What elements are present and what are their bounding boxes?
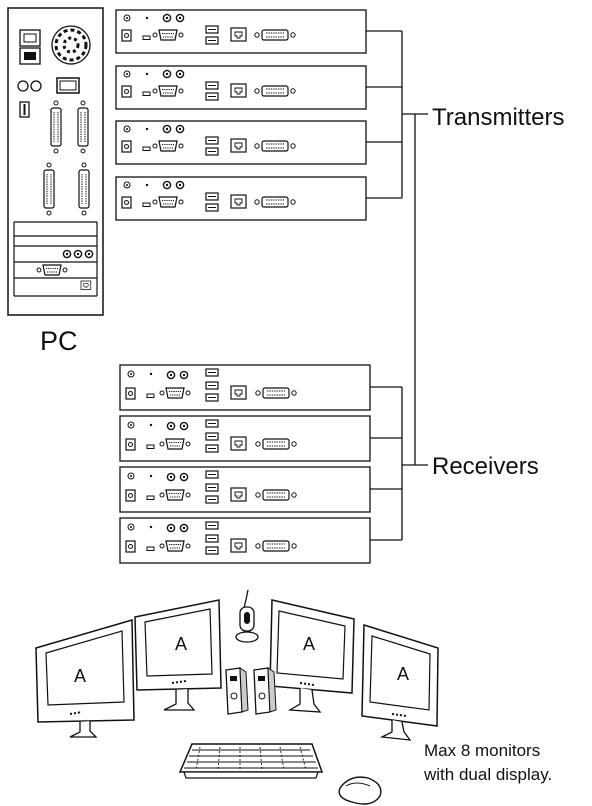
transmitter-bracket xyxy=(366,30,428,199)
receiver-unit xyxy=(120,518,370,563)
monitor-text: A xyxy=(397,664,409,684)
receiver-bracket xyxy=(370,386,428,541)
monitor-right: A xyxy=(361,623,439,741)
keyboard-icon xyxy=(178,743,324,779)
transmitter-unit xyxy=(116,121,366,164)
transmitter-stack xyxy=(116,10,366,220)
receiver-stack xyxy=(120,365,370,563)
microphone-icon xyxy=(235,589,259,643)
monitor-text: A xyxy=(74,666,86,686)
receiver-unit xyxy=(120,365,370,410)
monitor-center-right: A xyxy=(269,599,355,713)
monitor-text: A xyxy=(175,634,187,654)
note-line-2: with dual display. xyxy=(424,765,553,784)
mouse-icon xyxy=(338,776,382,805)
pc-label: PC xyxy=(40,326,78,356)
transmitters-label: Transmitters xyxy=(432,104,565,131)
max-monitors-note: Max 8 monitors with dual display. xyxy=(424,739,552,787)
transmitter-unit xyxy=(116,66,366,109)
monitor-center-left: A xyxy=(134,599,222,711)
note-line-1: Max 8 monitors xyxy=(424,741,541,760)
pc-tower xyxy=(7,7,104,316)
monitor-text: A xyxy=(303,634,315,654)
monitor-left: A xyxy=(35,619,135,738)
receiver-unit xyxy=(120,467,370,512)
transmitter-unit xyxy=(116,177,366,220)
receiver-unit xyxy=(120,416,370,461)
speakers-icon xyxy=(225,667,277,715)
receivers-label: Receivers xyxy=(432,453,539,480)
transmitter-unit xyxy=(116,10,366,53)
